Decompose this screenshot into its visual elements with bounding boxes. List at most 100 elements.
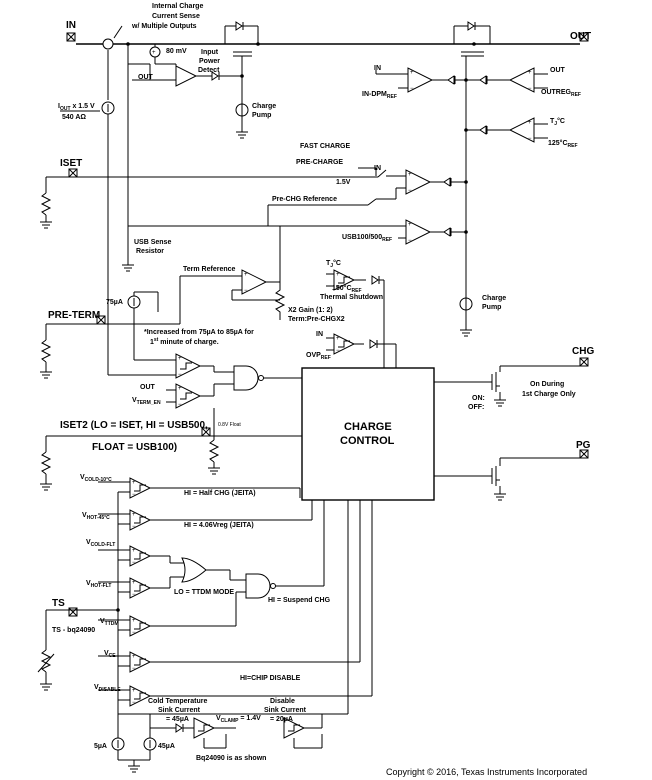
thermal-shutdown-label: Thermal Shutdown	[320, 294, 383, 301]
out-vterm-label: OUT	[140, 384, 156, 391]
svg-text:−: −	[336, 284, 340, 290]
svg-text:+: +	[132, 512, 136, 518]
pre-chg-ref-label: Pre-CHG Reference	[272, 196, 337, 203]
svg-text:+: +	[132, 548, 136, 554]
usb-sense-label-2: Resistor	[136, 248, 164, 255]
usb-sense-ground	[122, 264, 134, 272]
in-switch-label: IN	[374, 165, 381, 172]
ovp-ref-label: OVPREF	[306, 352, 331, 361]
svg-text:−: −	[410, 86, 414, 92]
bottom-current-sinks	[111, 500, 349, 773]
usb-sense-label-1: USB Sense	[134, 239, 171, 246]
svg-text:−: −	[244, 288, 248, 294]
output-mosfet	[453, 21, 491, 300]
svg-text:+: +	[132, 688, 136, 694]
iout-source	[101, 50, 176, 376]
charge-pump-mid-label-1: Charge	[482, 295, 506, 302]
disable-label-2: Sink Current	[264, 707, 307, 714]
svg-text:−: −	[178, 372, 182, 378]
disable-label-3: = 20µA	[270, 716, 293, 723]
term-ref-label: Term Reference	[183, 266, 236, 273]
vhot-flt-label: VHOT-FLT	[86, 580, 111, 589]
svg-text:−: −	[132, 630, 136, 636]
v15-label: 1.5V	[336, 179, 351, 186]
svg-text:−: −	[132, 666, 136, 672]
charge-pump-mid-label-2: Pump	[482, 304, 501, 311]
svg-text:+: +	[244, 272, 248, 278]
iout-label-3: 540 AΩ	[62, 114, 86, 121]
x2-gain-label: X2 Gain (1: 2)	[288, 307, 333, 314]
svg-text:−: −	[336, 348, 340, 354]
term-logic: +− +−	[166, 353, 302, 409]
charge-pump-mid	[459, 297, 473, 337]
input-power-label-3: Detect	[198, 67, 220, 74]
vdisable-label: VDISABLE	[94, 684, 121, 693]
hi-suspend-label: HI = Suspend CHG	[268, 597, 331, 604]
svg-text:−: −	[132, 492, 136, 498]
pin-out: OUT	[570, 31, 591, 42]
svg-text:−: −	[178, 402, 182, 408]
lo-ttdm-label: LO = TTDM MODE	[174, 589, 234, 596]
svg-text:−: −	[408, 188, 412, 194]
off-label: OFF:	[468, 404, 484, 411]
svg-text:+: +	[132, 654, 136, 660]
in-ovp-label: IN	[316, 331, 323, 338]
in-dpm-label: IN-DPMREF	[362, 91, 397, 100]
vcold-flt-label: VCOLD-FLT	[86, 539, 115, 548]
input-power-detect: +	[127, 44, 244, 87]
pg-output	[434, 449, 589, 501]
input-power-label-2: Power	[199, 58, 220, 65]
svg-text:+: +	[336, 336, 340, 342]
iset2-section	[40, 408, 302, 491]
pin-ts: TS	[52, 598, 65, 609]
bq-shown-label: Bq24090 is as shown	[196, 755, 266, 762]
internal-charge-label-2: Current Sense	[152, 13, 200, 20]
pre-term-section	[40, 291, 181, 379]
svg-text:+: +	[178, 386, 182, 392]
ua5-label: 5µA	[94, 743, 107, 750]
svg-text:+: +	[528, 70, 532, 76]
out-amp-label: OUT	[550, 67, 566, 74]
svg-text:+: +	[410, 70, 414, 76]
right-amplifiers: +− +− +−	[375, 67, 548, 143]
svg-text:−: −	[132, 560, 136, 566]
in-amp-label: IN	[374, 65, 381, 72]
out-small-label: OUT	[138, 74, 154, 81]
svg-text:+: +	[132, 580, 136, 586]
svg-text:−: −	[132, 524, 136, 530]
input-power-label-1: Input	[201, 49, 219, 56]
pin-pg: PG	[576, 440, 591, 451]
thermal-shutdown: +−	[326, 269, 385, 368]
mv80-label: 80 mV	[166, 48, 187, 55]
disable-label-1: Disable	[270, 698, 295, 705]
svg-text:−: −	[132, 592, 136, 598]
hi-chip-disable-label: HI=CHIP DISABLE	[240, 675, 301, 682]
pin-pre-term: PRE-TERM	[48, 310, 100, 321]
on-label: ON:	[472, 395, 485, 402]
ua45-label: 45µA	[158, 743, 175, 750]
copyright: Copyright © 2016, Texas Instruments Inco…	[386, 767, 587, 777]
vhot-45-label: VHOT-45°C	[82, 512, 110, 521]
jeita-comparators: + − + − + − + − + −	[46, 477, 373, 714]
svg-text:+: +	[132, 480, 136, 486]
charge-pump-top-label-1: Charge	[252, 103, 276, 110]
svg-text:+: +	[336, 272, 340, 278]
svg-text:+: +	[152, 50, 156, 56]
ovp-comparator: +−	[326, 333, 397, 368]
pin-iset: ISET	[60, 158, 82, 169]
c150-label: 150°CREF	[332, 284, 362, 294]
svg-text:−: −	[528, 86, 532, 92]
charge-pump-top-label-2: Pump	[252, 112, 271, 119]
vcold-10-label: VCOLD-10°C	[80, 474, 112, 483]
vttdm-label: VTTDM	[100, 618, 119, 627]
on-during-label-1: On During	[530, 381, 564, 388]
pin-chg: CHG	[572, 346, 594, 357]
hi-406-label: HI = 4.06Vreg (JEITA)	[184, 522, 254, 529]
hi-half-label: HI = Half CHG (JEITA)	[184, 490, 256, 497]
on-during-label-2: 1st Charge Only	[522, 391, 576, 398]
usb100-label: USB100/500REF	[342, 234, 392, 243]
fast-charge-label: FAST CHARGE	[300, 143, 351, 150]
charge-control-label-2: CONTROL	[340, 435, 395, 447]
internal-charge-label-3: w/ Multiple Outputs	[131, 23, 197, 30]
